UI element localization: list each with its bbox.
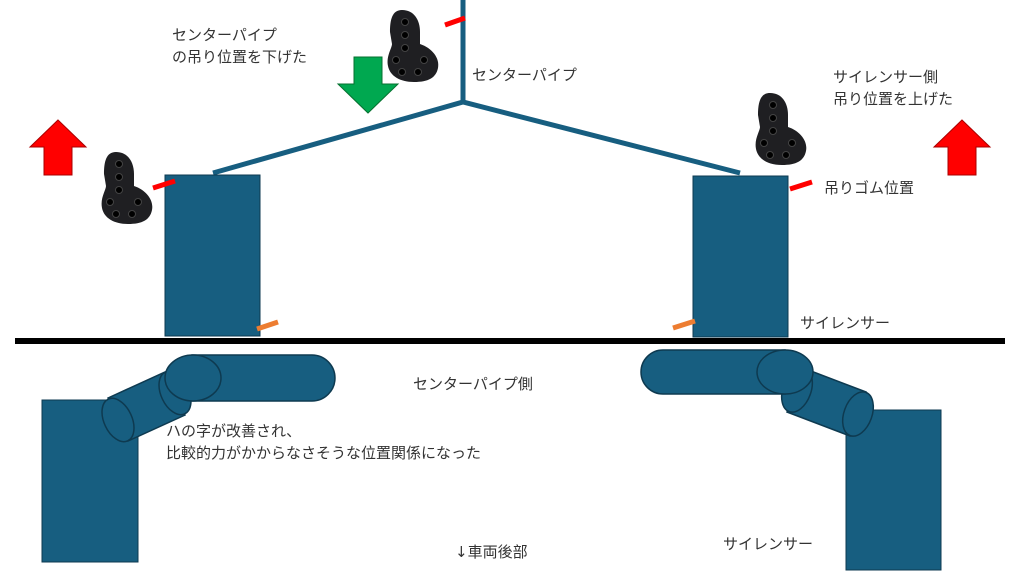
right-silencer-side: [845, 409, 942, 571]
contact-mark-right: [672, 318, 696, 331]
left-center-pipe-capsule: [164, 354, 336, 402]
improvement-note-line1: ハの字が改善され、: [166, 422, 302, 440]
silencer-hanger-note-line1: サイレンサー側: [833, 68, 939, 86]
silencer-hanger-note-line2: 吊り位置を上げた: [833, 90, 954, 108]
center-hanger-note: センターパイプ の吊り位置を下げた: [172, 24, 307, 68]
rear-of-vehicle-label: ↓車両後部: [455, 543, 528, 561]
center-pipe-y: [212, 99, 741, 176]
center-pipe-side-label: センターパイプ側: [413, 375, 533, 393]
up-arrow-left-icon: [28, 119, 88, 176]
improvement-note-line2: 比較的力がかからなさそうな位置関係になった: [166, 444, 482, 462]
left-silencer: [164, 174, 261, 337]
silencer-bottom-label: サイレンサー: [723, 535, 814, 553]
hanger-mark-center: [444, 15, 466, 28]
hanger-mark-right: [789, 179, 813, 192]
right-center-pipe-capsule: [640, 349, 814, 395]
silencer-hanger-note: サイレンサー側 吊り位置を上げた: [833, 66, 953, 110]
down-arrow-center-icon: [336, 56, 400, 114]
improvement-note: ハの字が改善され、 比較的力がかからなさそうな位置関係になった: [166, 420, 481, 464]
rubber-hanger-center-icon: [387, 9, 439, 83]
contact-mark-left: [256, 319, 279, 332]
right-silencer: [692, 175, 789, 338]
silencer-top-label: サイレンサー: [800, 314, 891, 332]
center-hanger-note-line1: センターパイプ: [172, 26, 277, 44]
hanger-mark-left: [152, 178, 176, 191]
rubber-hanger-left-icon: [101, 151, 153, 225]
hanger-position-label: 吊りゴム位置: [824, 179, 915, 197]
center-pipe-label: センターパイプ: [472, 66, 577, 84]
center-hanger-note-line2: の吊り位置を下げた: [172, 48, 308, 66]
rubber-hanger-right-icon: [755, 92, 807, 166]
up-arrow-right-icon: [932, 119, 992, 176]
